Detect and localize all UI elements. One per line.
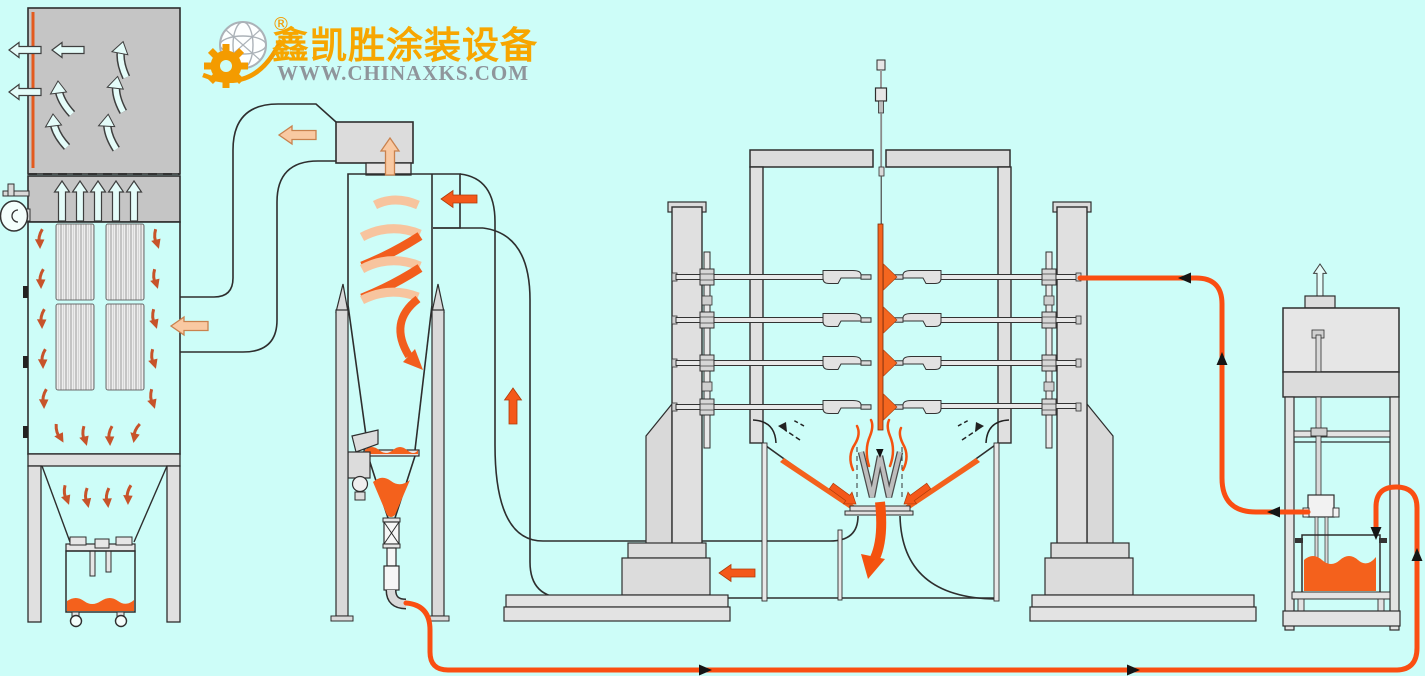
support-beam (27, 453, 181, 467)
filter-chamber (27, 221, 181, 455)
spray-guns-left (671, 270, 872, 414)
spray-gun (892, 400, 1082, 414)
booth-airflow-indicators (752, 419, 1010, 444)
gun-bar-left (703, 251, 711, 449)
powder-feed-center (1282, 263, 1401, 631)
gun-clamps (699, 268, 1057, 416)
fresh-powder (1304, 556, 1376, 591)
door-hinge (23, 356, 28, 368)
cyclone-vortex-spiral (359, 195, 423, 370)
after-filter-unit (0, 7, 181, 628)
logo-website-text: WWW.CHINAXKS.COM (277, 61, 529, 85)
exhaust-duct-to-filter (180, 103, 337, 353)
cyclone-separator (330, 121, 483, 622)
powder-on-slope (780, 458, 858, 514)
booth-roof-right (885, 149, 1011, 168)
spray-booth (749, 59, 1012, 602)
caster-wheel (114, 611, 128, 628)
spray-gun (892, 356, 1082, 370)
caster-wheel (69, 611, 83, 628)
gun-reciprocator-left (621, 201, 711, 596)
feed-center-head (1282, 307, 1400, 373)
tube-sheet-band (27, 175, 181, 223)
sieve-powder (365, 447, 418, 454)
recovery-hose (403, 484, 1420, 673)
cyclone-fan-box (335, 121, 414, 164)
spray-gun (892, 313, 1082, 327)
door-hinge (23, 426, 28, 438)
globe-gear-icon (202, 21, 284, 88)
conveyor-hanger (874, 59, 888, 224)
booth-roof-left (749, 149, 874, 168)
cyclone-legs (330, 283, 450, 622)
suction-lance (1315, 396, 1322, 498)
company-logo: ® 鑫凯胜涂装设备 WWW.CHINAXKS.COM (202, 14, 538, 88)
supply-hose (1077, 275, 1311, 515)
spray-guns-right (892, 270, 1082, 414)
spray-gun (671, 270, 872, 284)
door-hinge (23, 286, 28, 298)
powder-on-slope (902, 458, 980, 514)
registered-mark: ® (272, 14, 290, 35)
booth-wall-right (997, 166, 1012, 444)
spray-gun (671, 400, 872, 414)
waste-bin (65, 536, 136, 628)
exhaust-fan-icon (0, 183, 31, 232)
spray-gun (671, 313, 872, 327)
support-leg (166, 465, 181, 623)
bottom-border (0, 676, 1425, 680)
filter-cartridges (55, 223, 145, 391)
rotary-discharge-valve (382, 517, 407, 610)
cone-powder (373, 477, 410, 517)
frame-column (1389, 396, 1400, 631)
clean-air-plenum (27, 7, 181, 175)
workpiece (877, 223, 884, 431)
support-leg (27, 465, 42, 623)
outlet-down-arrow (861, 501, 887, 579)
gun-reciprocator-right (1044, 201, 1134, 596)
booth-wall-left (749, 166, 764, 444)
gun-bar-right (1045, 251, 1053, 449)
spray-gun (671, 356, 872, 370)
fluidizing-deflector (849, 418, 908, 500)
powder-cloud (849, 418, 908, 472)
waste-hopper (41, 465, 168, 543)
logo-brand-text: 鑫凯胜涂装设备 (272, 24, 538, 67)
base-platforms (503, 594, 1257, 622)
sieve-vibrator (347, 429, 379, 501)
collected-powder (67, 598, 134, 611)
